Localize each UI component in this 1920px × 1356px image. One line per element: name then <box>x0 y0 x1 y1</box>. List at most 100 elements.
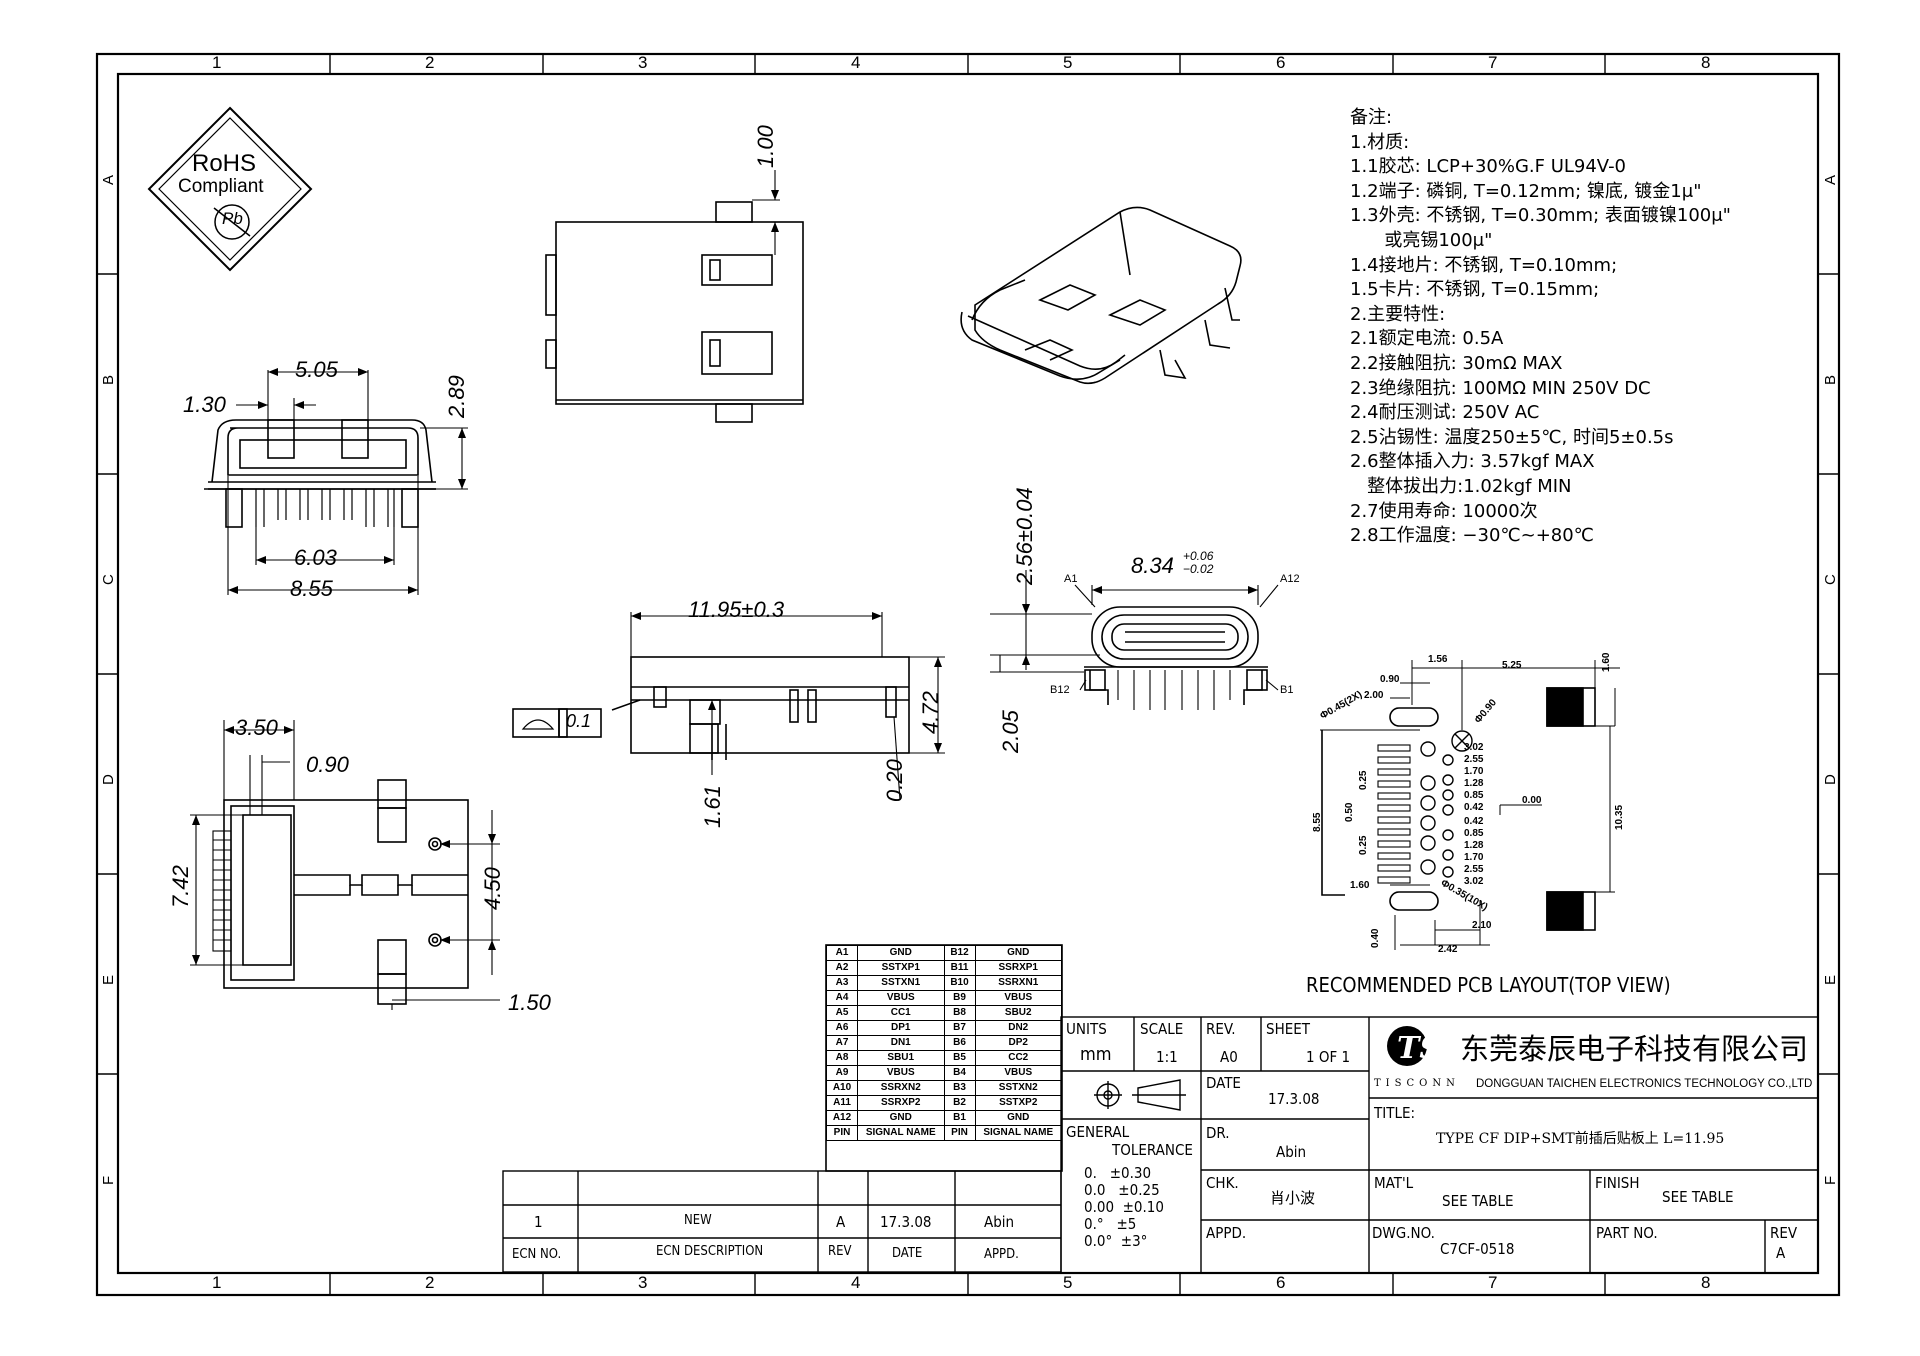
dim-2-89: 2.89 <box>444 375 469 418</box>
pin-table-cell: SSRXN1 <box>974 975 1062 991</box>
note-line: 2.3绝缘阻抗: 100MΩ MIN 250V DC <box>1350 377 1651 399</box>
pin-table-cell: B5 <box>943 1050 976 1066</box>
pin-table-cell: GND <box>974 1110 1062 1126</box>
note-line: 1.材质: <box>1350 131 1410 153</box>
pin-table-cell: CC1 <box>857 1005 945 1021</box>
date-value: 17.3.08 <box>1268 1090 1320 1108</box>
pin-table-cell: GND <box>974 945 1062 961</box>
pcb-2-55b: 2.55 <box>1464 864 1484 875</box>
zone-row-c: C <box>100 574 117 585</box>
pin-table-cell: B12 <box>943 945 976 961</box>
rohs-pb: Pb <box>222 209 243 228</box>
zone-col-2: 2 <box>425 53 435 72</box>
zone-row-d: D <box>100 774 117 785</box>
date-label: DATE <box>1206 1074 1241 1092</box>
rev-label: REV. <box>1206 1020 1236 1038</box>
pcb-0-40: 0.40 <box>1370 928 1381 948</box>
pin-table-cell: DP1 <box>857 1020 945 1036</box>
matl-value: SEE TABLE <box>1442 1192 1514 1210</box>
pin-table-cell: SSRXN2 <box>857 1080 945 1096</box>
dr-value: Abin <box>1276 1143 1307 1161</box>
pin-table-cell: A1 <box>826 945 858 961</box>
dim-2-56: 2.56±0.04 <box>1012 487 1037 585</box>
finish-value: SEE TABLE <box>1662 1188 1734 1206</box>
note-line: 或亮锡100μ" <box>1350 229 1493 251</box>
ecn-date-header: DATE <box>892 1246 923 1261</box>
pin-label-a12: A12 <box>1280 573 1300 585</box>
zone-col-1: 1 <box>212 53 222 72</box>
rev2-label: REV <box>1770 1224 1798 1242</box>
dim-1-61: 1.61 <box>700 785 725 828</box>
note-line: 2.主要特性: <box>1350 303 1446 325</box>
pin-table-cell: A5 <box>826 1005 858 1021</box>
tolerance-line: 0.0° ±3° <box>1084 1232 1148 1250</box>
dim-1-00: 1.00 <box>753 125 778 168</box>
dim-0-90: 0.90 <box>306 752 349 777</box>
isometric-view <box>960 206 1242 385</box>
pin-table-cell: SSTXN2 <box>974 1080 1062 1096</box>
chk-label: CHK. <box>1206 1174 1239 1192</box>
svg-text:TS: TS <box>1397 1031 1441 1066</box>
zone-row-e: E <box>100 974 117 985</box>
tolerance-line: 0.00 ±0.10 <box>1084 1198 1164 1216</box>
pcb-layout-title: RECOMMENDED PCB LAYOUT(TOP VIEW) <box>1306 973 1671 997</box>
pcb-layout <box>1320 660 1620 950</box>
pin-table-cell: B4 <box>943 1065 976 1081</box>
pin-table-cell: SIGNAL NAME <box>974 1125 1062 1141</box>
pin-table-cell: SSRXP1 <box>974 960 1062 976</box>
pin-table-cell: A4 <box>826 990 858 1006</box>
pin-table-cell: A11 <box>826 1095 858 1111</box>
rohs-compliant: Compliant <box>178 176 264 197</box>
zone-col-2-bottom: 2 <box>425 1273 435 1292</box>
pin-table-cell: A3 <box>826 975 858 991</box>
note-line: 1.1胶芯: LCP+30%G.F UL94V-0 <box>1350 156 1627 178</box>
ecn-appd-value: Abin <box>984 1213 1015 1231</box>
pin-table-cell: GND <box>857 945 945 961</box>
pcb-0-42a: 0.42 <box>1464 802 1484 813</box>
pcb-0-42b: 0.42 <box>1464 816 1484 827</box>
dim-3-50: 3.50 <box>235 715 278 740</box>
pin-table-cell: B10 <box>943 975 976 991</box>
pcb-5-25: 5.25 <box>1502 660 1522 671</box>
pin-table-cell: A8 <box>826 1050 858 1066</box>
pcb-1-60b: 1.60 <box>1350 880 1370 891</box>
note-line: 2.7使用寿命: 10000次 <box>1350 500 1538 522</box>
note-line: 1.4接地片: 不锈钢, T=0.10mm; <box>1350 254 1618 276</box>
zone-row-f-right: F <box>1822 1175 1839 1185</box>
pcb-0-25a: 0.25 <box>1358 770 1369 790</box>
units-label: UNITS <box>1066 1020 1107 1038</box>
pcb-1-70b: 1.70 <box>1464 852 1484 863</box>
zone-row-f: F <box>100 1175 117 1185</box>
note-line: 2.2接触阻抗: 30mΩ MAX <box>1350 352 1563 374</box>
note-line: 2.4耐压测试: 250V AC <box>1350 402 1540 424</box>
dim-4-50: 4.50 <box>480 867 505 910</box>
zone-ticks <box>97 54 1839 1295</box>
note-line: 1.3外壳: 不锈钢, T=0.30mm; 表面镀镍100μ" <box>1350 205 1731 227</box>
zone-row-a-right: A <box>1822 174 1839 185</box>
pin-table-cell: VBUS <box>974 1065 1062 1081</box>
pin-table-cell: A9 <box>826 1065 858 1081</box>
scale-value: 1:1 <box>1156 1048 1178 1066</box>
note-line: 备注: <box>1350 107 1393 128</box>
part-no-label: PART NO. <box>1596 1224 1658 1242</box>
pin-table-cell: B9 <box>943 990 976 1006</box>
ecn-no-header: ECN NO. <box>512 1247 562 1262</box>
pin-table-cell: DN2 <box>974 1020 1062 1036</box>
pin-table-cell: GND <box>857 1110 945 1126</box>
pcb-3-02a: 3.02 <box>1464 742 1484 753</box>
note-line: 2.8工作温度: −30℃~+80℃ <box>1350 525 1594 547</box>
pcb-2-55a: 2.55 <box>1464 754 1484 765</box>
tolerance-line: 0.0 ±0.25 <box>1084 1181 1160 1199</box>
zone-col-8: 8 <box>1701 53 1711 72</box>
zone-row-e-right: E <box>1822 974 1839 985</box>
pin-table-cell: B6 <box>943 1035 976 1051</box>
pcb-0-85b: 0.85 <box>1464 828 1484 839</box>
